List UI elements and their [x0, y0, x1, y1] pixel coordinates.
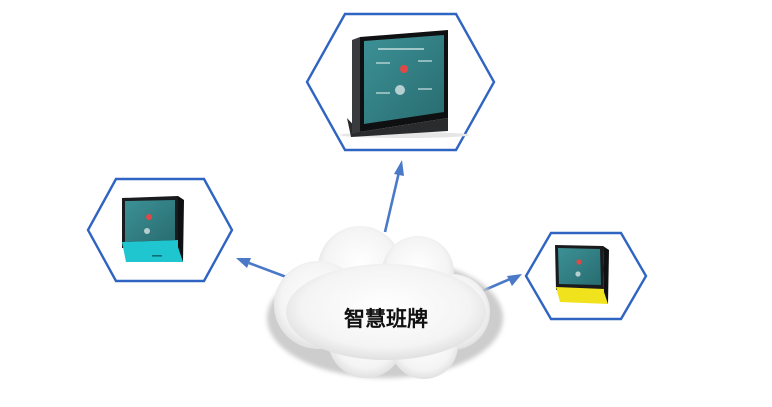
left-node [86, 177, 234, 283]
arrow-head-right [507, 274, 522, 286]
arrow-head-left [236, 258, 251, 268]
arrow-to-top [383, 171, 401, 233]
black-device-image [340, 30, 470, 138]
right-node [524, 231, 648, 321]
top-node [305, 12, 496, 152]
arrow-head-top [394, 160, 404, 176]
cloud-shape [274, 226, 490, 379]
yellow-device-image [555, 245, 609, 304]
cloud-label: 智慧班牌 [344, 306, 428, 331]
cyan-device-image [122, 196, 184, 262]
cloud-node: 智慧班牌 [267, 226, 503, 379]
